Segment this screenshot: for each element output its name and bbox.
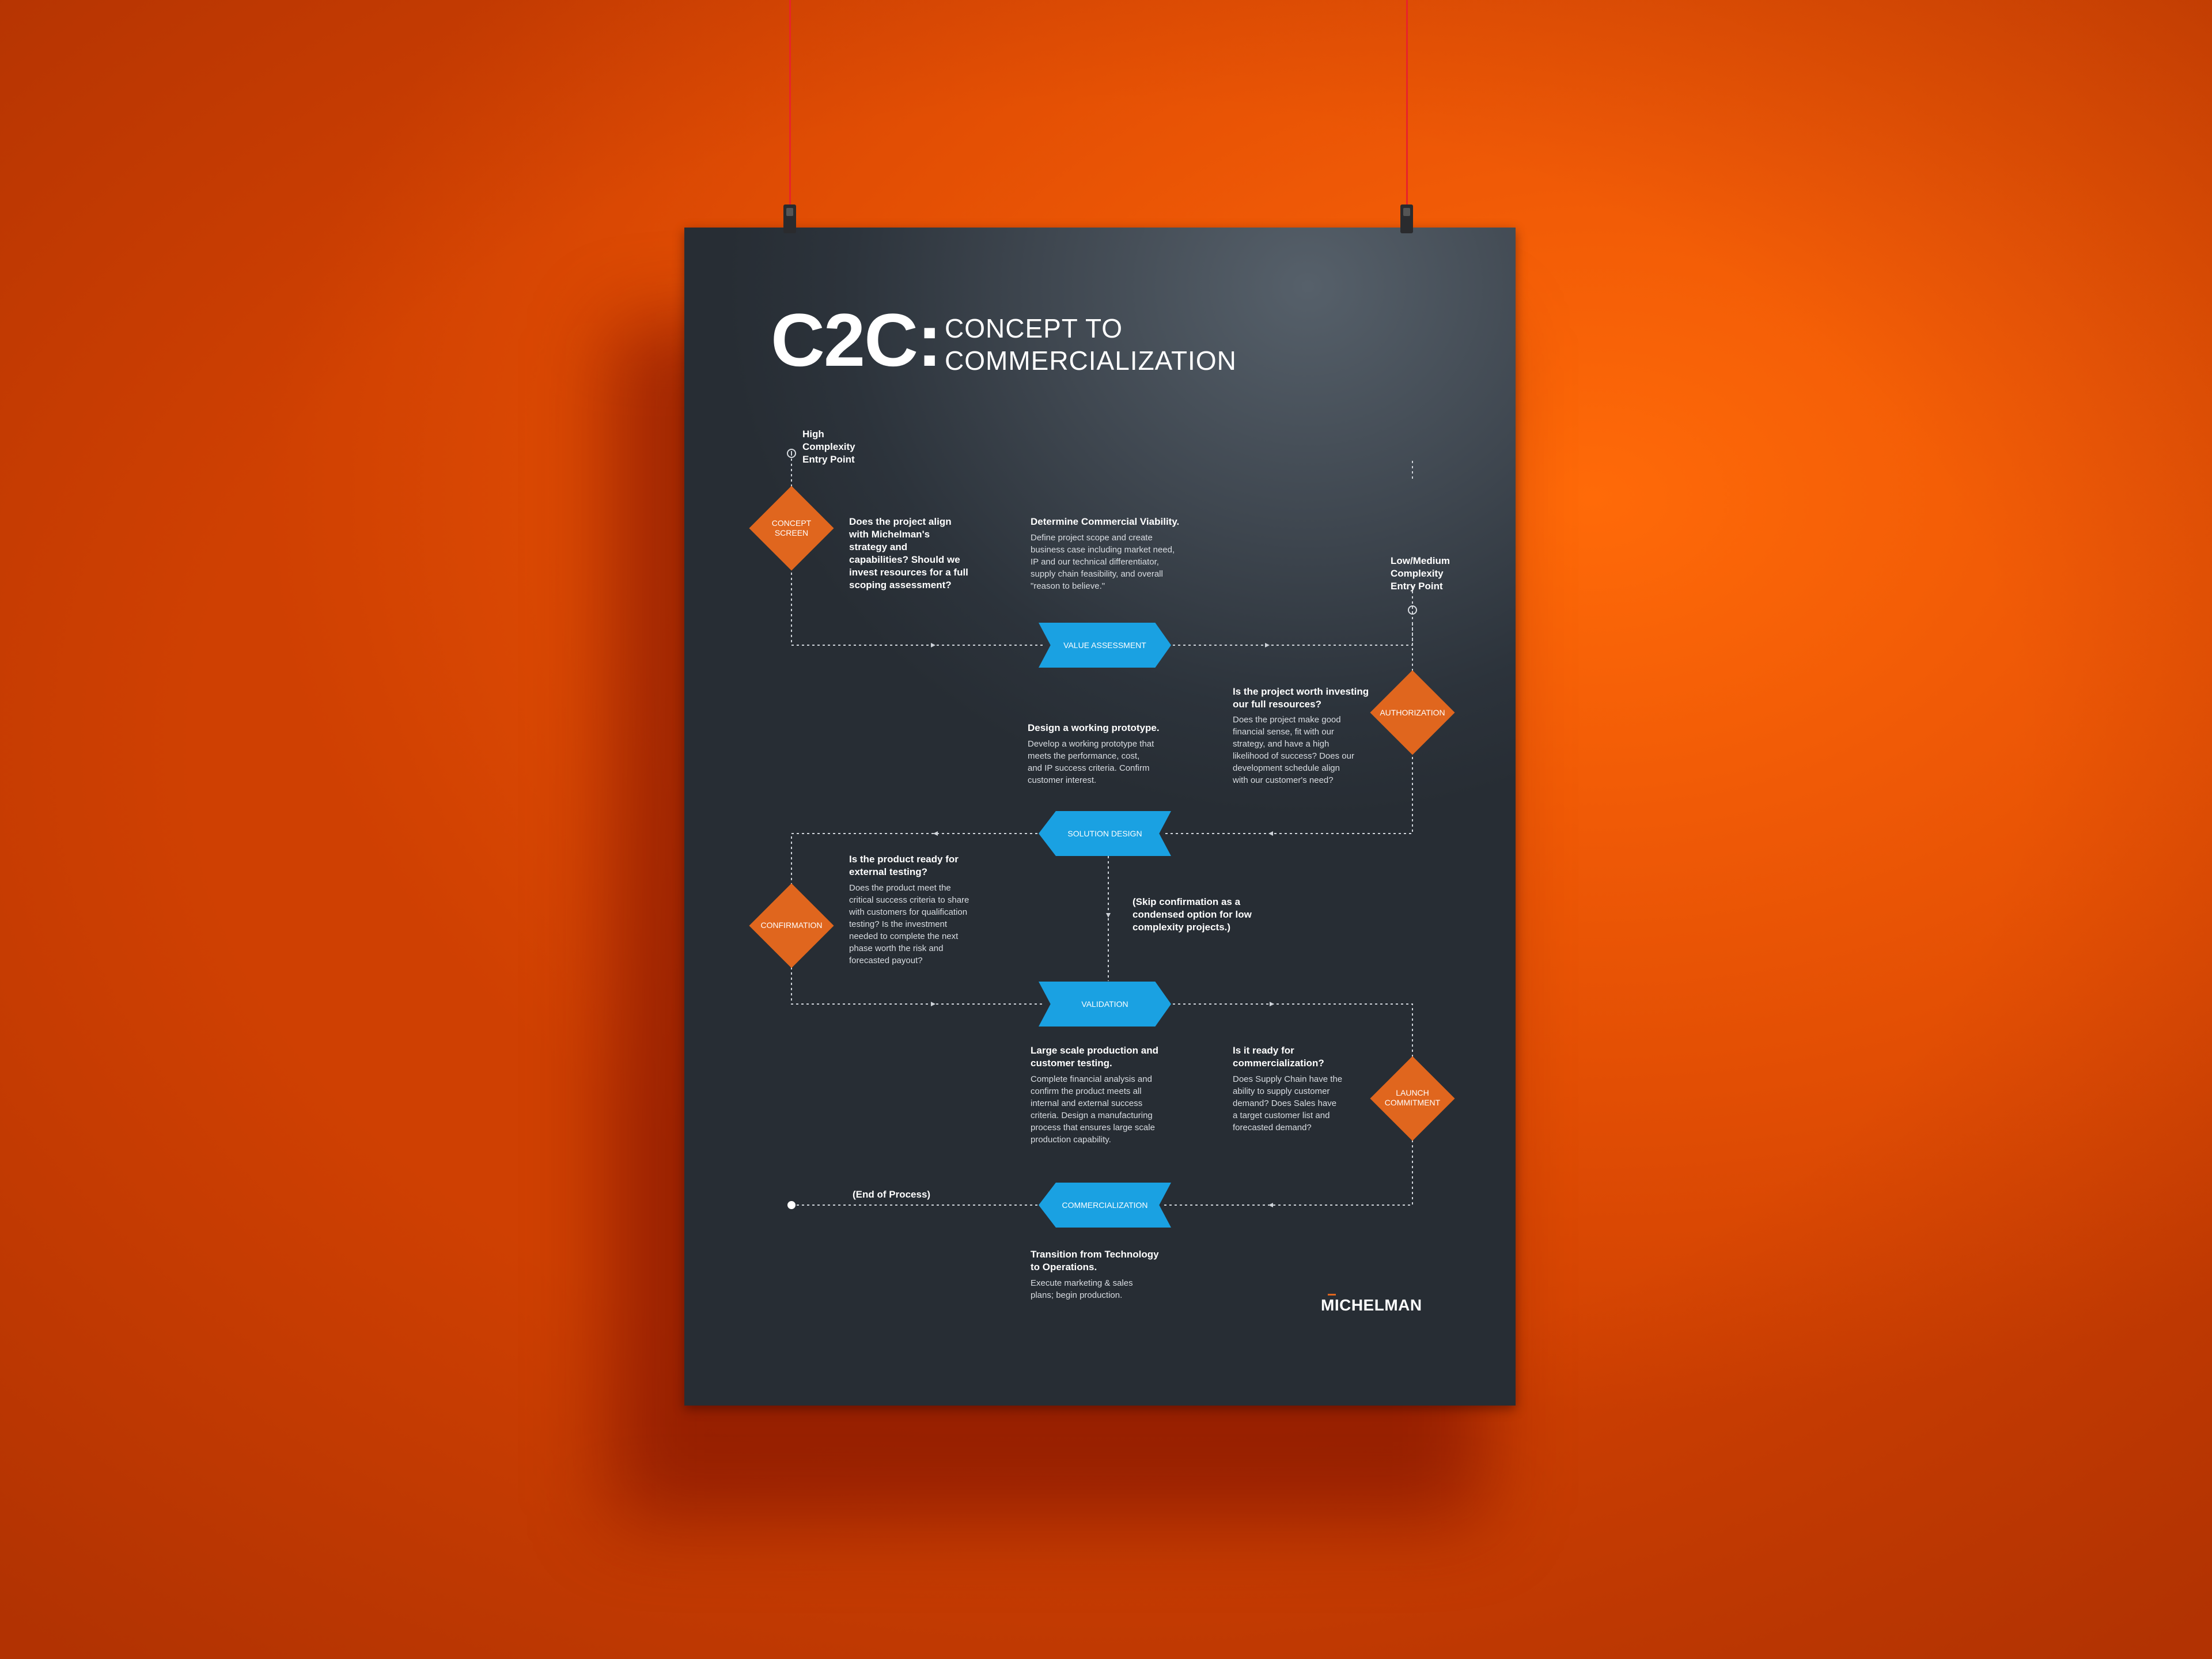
solution-design-chevron — [1039, 811, 1171, 856]
low-entry-point-marker — [1408, 605, 1417, 615]
arrow-marker — [1268, 1203, 1273, 1207]
connector-solution-to-confirmation — [791, 833, 1043, 884]
hanging-string-left — [789, 0, 791, 207]
validation-label: VALIDATION — [1081, 999, 1128, 1009]
title-line-2: COMMERCIALIZATION — [945, 346, 1237, 376]
poster: C2C: CONCEPT TO COMMERCIALIZATION — [684, 228, 1516, 1406]
authorization-label: AUTHORIZATION — [1380, 708, 1445, 717]
end-of-process-marker — [787, 1201, 796, 1209]
arrow-marker — [933, 831, 938, 836]
title-main: C2C: — [771, 298, 942, 382]
confirmation-label: CONFIRMATION — [760, 921, 823, 930]
value-assessment-chevron — [1039, 623, 1171, 668]
binder-clip-left — [783, 204, 796, 233]
commercialization-label: COMMERCIALIZATION — [1062, 1200, 1148, 1210]
connector-confirmation-to-validation — [791, 967, 1043, 1005]
solution-design-heading: Design a working prototype. — [1028, 722, 1160, 733]
arrow-marker — [1106, 913, 1111, 918]
connector-launch-to-commercialization — [1162, 1140, 1413, 1206]
arrow-marker — [931, 1002, 935, 1006]
connector-value-to-low-entry — [1162, 622, 1413, 646]
binder-clip-right — [1400, 204, 1413, 233]
value-assessment-heading: Determine Commercial Viability. — [1031, 516, 1180, 527]
connector-validation-to-launch — [1162, 1003, 1413, 1057]
title-line-1: CONCEPT TO — [945, 313, 1123, 343]
solution-design-label: SOLUTION DESIGN — [1067, 829, 1142, 838]
validation-chevron — [1039, 982, 1171, 1027]
michelman-logo: MICHELMAN — [1321, 1294, 1422, 1314]
arrow-marker — [1265, 643, 1270, 647]
end-of-process-label: (End of Process) — [853, 1189, 931, 1200]
high-entry-point-marker — [787, 449, 796, 458]
commercialization-chevron — [1039, 1183, 1171, 1228]
hanging-string-right — [1406, 0, 1408, 207]
value-assessment-label: VALUE ASSESSMENT — [1063, 641, 1146, 650]
arrow-marker — [1270, 1002, 1274, 1006]
arrow-marker — [931, 643, 935, 647]
flow-connectors — [787, 449, 1417, 1209]
arrow-marker — [1268, 831, 1273, 836]
